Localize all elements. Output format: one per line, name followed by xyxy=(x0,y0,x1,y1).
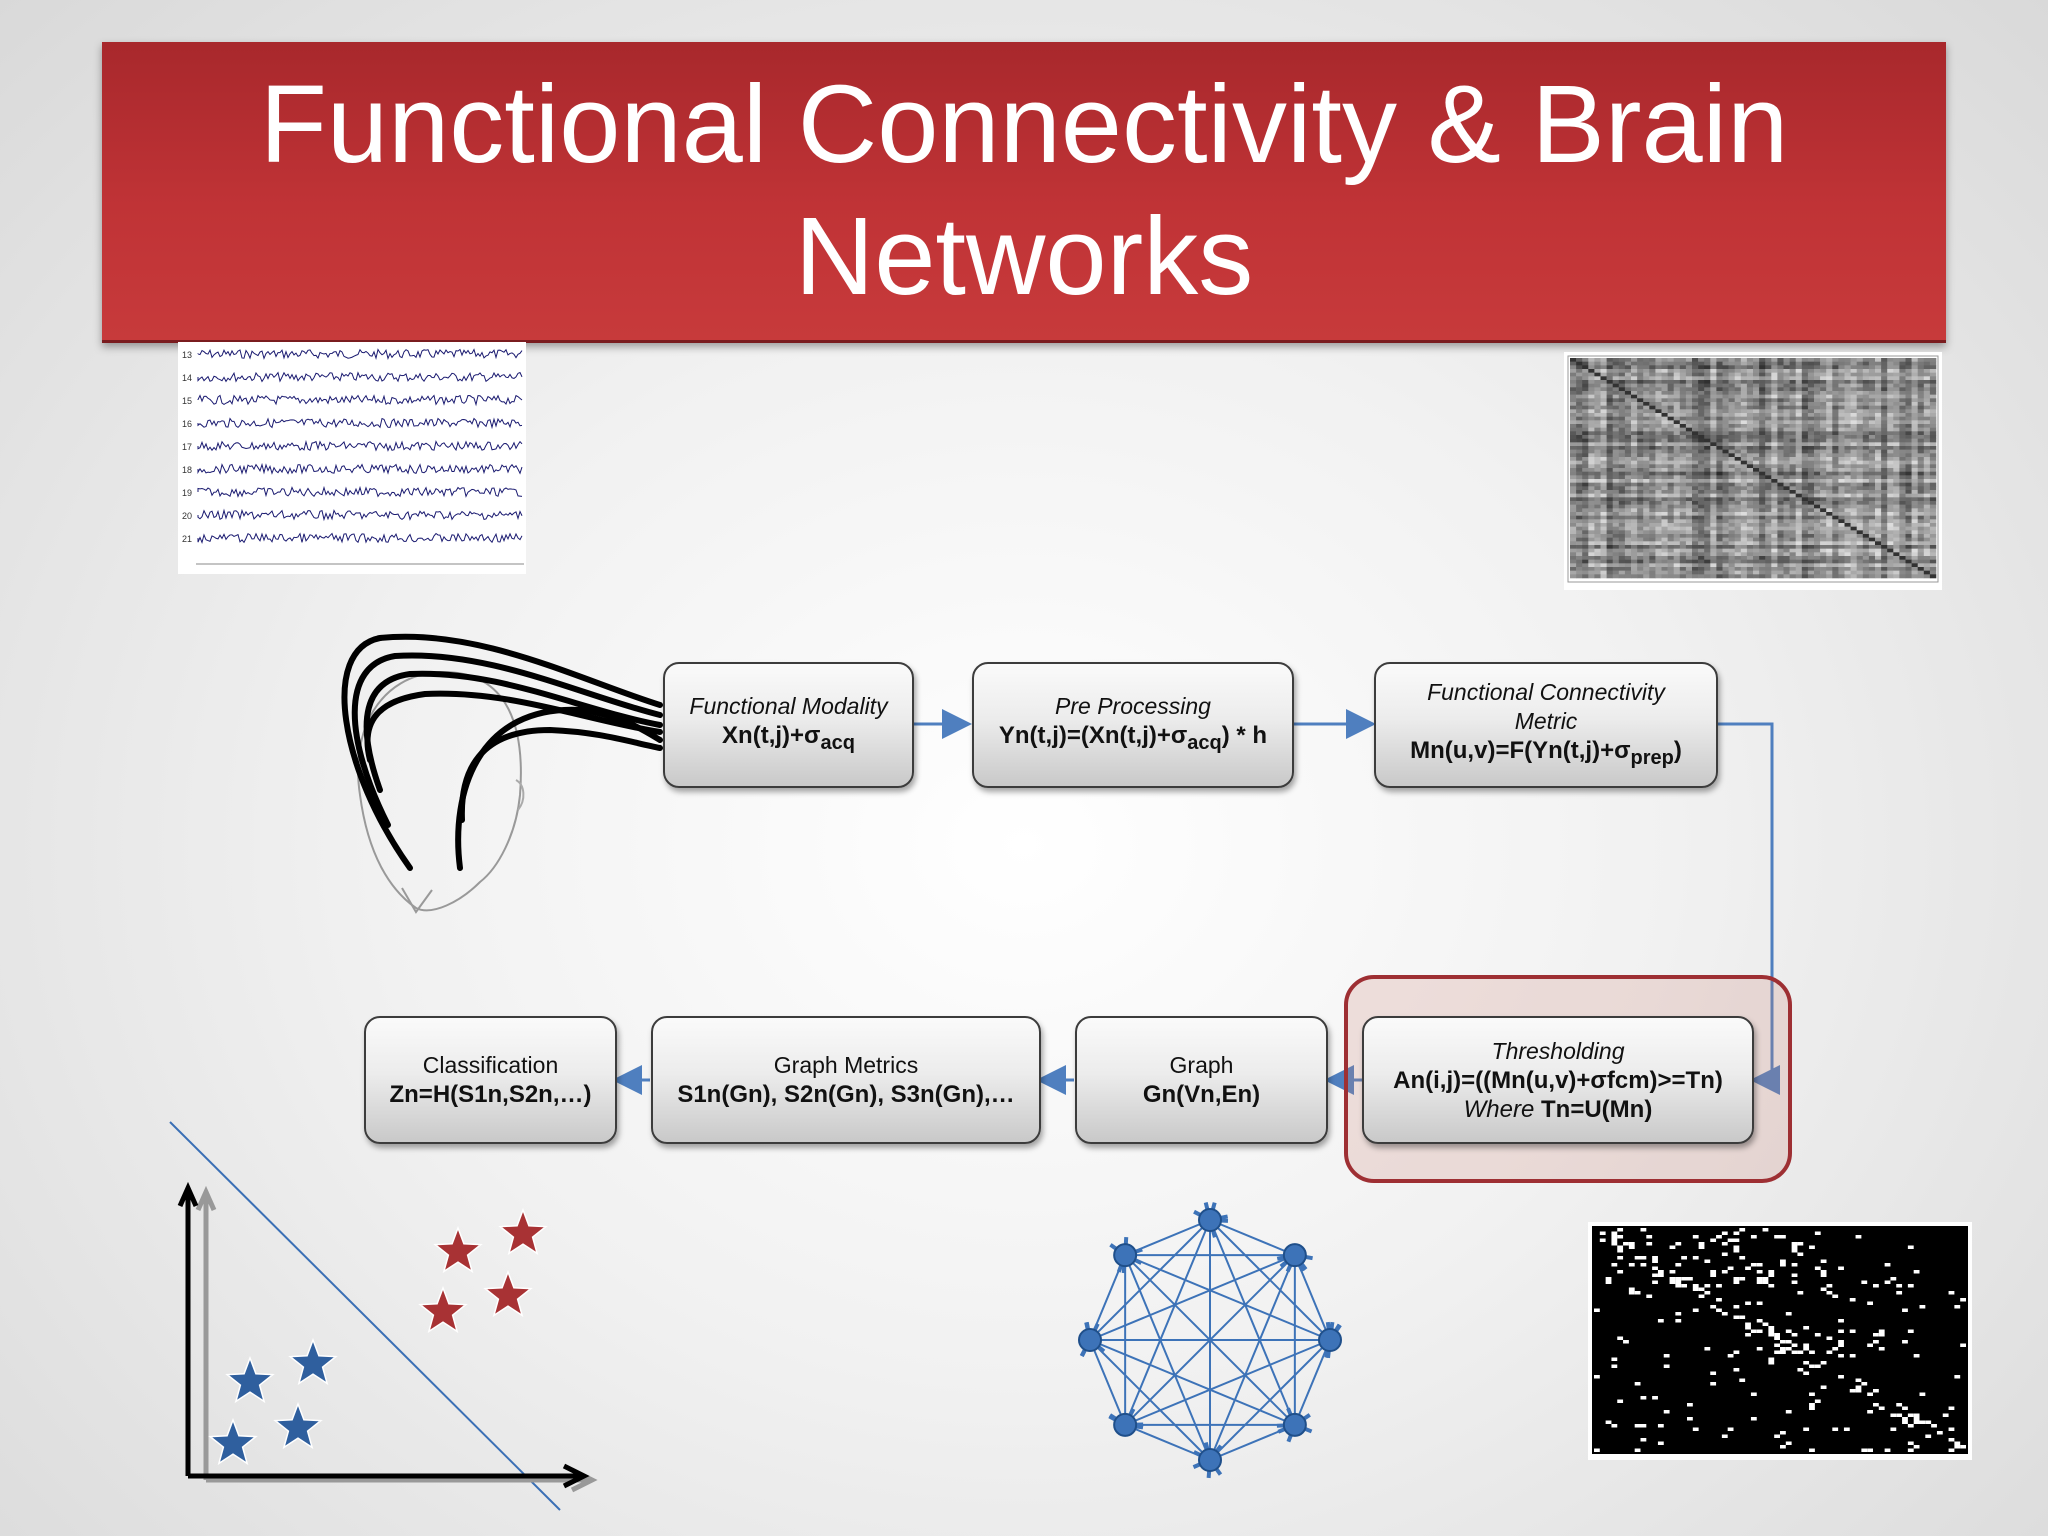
step-title-2: Metric xyxy=(1514,707,1578,734)
step-pre-processing: Pre Processing Yn(t,j)=(Xn(t,j)+σacq) * … xyxy=(972,662,1294,788)
step-formula: Xn(t,j)+σacq xyxy=(722,722,855,754)
step-classification: Classification Zn=H(S1n,S2n,…) xyxy=(364,1016,617,1144)
plot-axes xyxy=(177,1181,590,1489)
graph-node xyxy=(1113,1243,1138,1268)
channel-label: 19 xyxy=(182,488,192,498)
channel-label: 17 xyxy=(182,442,192,452)
channel-label: 21 xyxy=(182,534,192,544)
step-title: Thresholding xyxy=(1491,1037,1625,1064)
eeg-trace xyxy=(197,348,523,361)
step-title-1: Functional Connectivity xyxy=(1427,678,1665,705)
eeg-trace xyxy=(197,508,523,522)
graph-edge xyxy=(1124,1254,1331,1341)
red-class-star xyxy=(498,1207,548,1256)
graph-edge xyxy=(1124,1339,1331,1426)
title-banner: Functional Connectivity & Brain Networks xyxy=(102,42,1946,343)
channel-label: 20 xyxy=(182,511,192,521)
step-graph: Graph Gn(Vn,En) xyxy=(1075,1016,1328,1144)
eeg-trace xyxy=(197,532,523,544)
eeg-trace xyxy=(197,371,523,383)
step-functional-modality: Functional Modality Xn(t,j)+σacq xyxy=(663,662,914,788)
eeg-trace xyxy=(197,439,523,452)
step-graph-metrics: Graph Metrics S1n(Gn), S2n(Gn), S3n(Gn),… xyxy=(651,1016,1041,1144)
head-electrodes-illustration xyxy=(341,633,663,914)
graph-edge xyxy=(1293,1339,1331,1426)
step-where: Where Tn=U(Mn) xyxy=(1463,1095,1653,1123)
graph-edge xyxy=(1209,1219,1296,1426)
decision-boundary xyxy=(169,1121,561,1511)
step-fc-metric: Functional Connectivity Metric Mn(u,v)=F… xyxy=(1374,662,1718,788)
eeg-trace xyxy=(197,485,523,498)
graph-node xyxy=(1078,1328,1102,1352)
step-title: Functional Modality xyxy=(689,693,888,720)
step-title: Classification xyxy=(422,1052,559,1078)
graph-node xyxy=(1198,1208,1222,1232)
step-formula: Gn(Vn,En) xyxy=(1142,1081,1261,1108)
adjacency-matrix-image xyxy=(1588,1222,1972,1460)
timeseries-image: 13 14 15 16 17 18 19 20 21 xyxy=(178,342,526,574)
step-formula: Zn=H(S1n,S2n,…) xyxy=(389,1081,592,1108)
classification-plot-illustration xyxy=(169,1121,598,1511)
channel-label: 18 xyxy=(182,465,192,475)
step-thresholding: Thresholding An(i,j)=((Mn(u,v)+σfcm)>=Tn… xyxy=(1362,1016,1754,1144)
graph-edge xyxy=(1089,1254,1296,1341)
blue-class-star xyxy=(225,1355,275,1404)
graph-node xyxy=(1318,1328,1342,1352)
channel-label: 15 xyxy=(182,396,192,406)
graph-edge xyxy=(1124,1219,1211,1426)
eeg-trace xyxy=(197,394,523,407)
eeg-trace xyxy=(197,462,523,475)
channel-label: 16 xyxy=(182,419,192,429)
graph-edge xyxy=(1124,1254,1211,1461)
graph-node xyxy=(1198,1448,1222,1472)
red-class-star xyxy=(418,1285,468,1334)
red-class-star xyxy=(483,1269,533,1318)
channel-label: 13 xyxy=(182,350,192,360)
eeg-trace xyxy=(197,417,523,430)
step-formula: S1n(Gn), S2n(Gn), S3n(Gn),… xyxy=(677,1081,1015,1108)
connectivity-matrix-image xyxy=(1564,352,1942,590)
red-class-star xyxy=(433,1225,483,1274)
blue-class-star xyxy=(208,1417,258,1466)
graph-edge xyxy=(1089,1339,1127,1426)
graph-node xyxy=(1282,1243,1307,1268)
graph-node xyxy=(1282,1412,1307,1437)
step-title: Graph Metrics xyxy=(773,1052,919,1078)
step-formula: An(i,j)=((Mn(u,v)+σfcm)>=Tn) xyxy=(1393,1066,1723,1094)
step-title: Pre Processing xyxy=(1055,693,1211,720)
step-formula: Yn(t,j)=(Xn(t,j)+σacq) * h xyxy=(998,722,1268,754)
graph-edge xyxy=(1209,1254,1296,1461)
graph-edge xyxy=(1124,1254,1296,1426)
blue-class-star xyxy=(273,1401,323,1450)
slide-title-line-2: Networks xyxy=(794,195,1254,318)
blue-class-star xyxy=(288,1337,338,1386)
step-title: Graph xyxy=(1169,1052,1234,1078)
graph-edge xyxy=(1089,1339,1296,1426)
arrow-metric-to-threshold xyxy=(1718,722,1780,1095)
graph-edge xyxy=(1089,1339,1211,1461)
channel-label: 14 xyxy=(182,373,192,383)
graph-node xyxy=(1113,1412,1138,1437)
network-graph-illustration xyxy=(1078,1202,1342,1479)
step-formula: Mn(u,v)=F(Yn(t,j)+σprep) xyxy=(1410,736,1682,769)
graph-edge xyxy=(1209,1219,1296,1257)
slide-title-line-1: Functional Connectivity & Brain xyxy=(259,63,1789,186)
